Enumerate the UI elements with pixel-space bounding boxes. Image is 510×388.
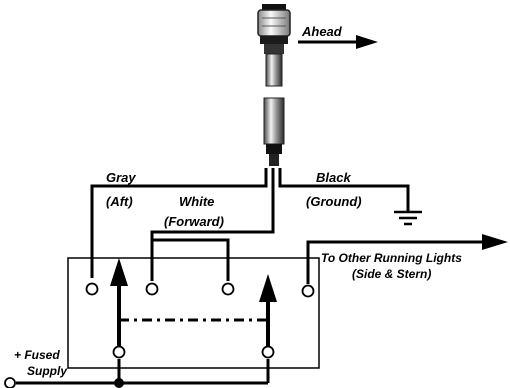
label-aft: (Aft) [106, 194, 133, 209]
label-gray: Gray [106, 170, 136, 185]
label-white: White [179, 194, 214, 209]
ahead-arrow [298, 35, 378, 49]
white-wire [150, 168, 275, 281]
label-side-stern: (Side & Stern) [352, 267, 431, 281]
light-collar [260, 36, 288, 44]
terminals [4, 282, 315, 388]
terminal-other-lights [301, 284, 315, 298]
switch-panel [67, 257, 320, 369]
ground-symbol [394, 210, 422, 226]
light-globe [257, 9, 291, 37]
label-fused: + Fused [14, 348, 60, 362]
other-lights-wire [306, 240, 484, 284]
pole-plug [266, 144, 282, 154]
terminal-white-right [221, 282, 235, 296]
wires [16, 168, 484, 385]
label-other-lights: To Other Running Lights [321, 251, 462, 265]
label-supply: Supply [27, 364, 68, 378]
white-wire-branch [152, 238, 230, 281]
pole-connector [269, 154, 279, 166]
switch-b-arrow [259, 274, 277, 302]
lower-pole [263, 97, 285, 145]
light-cap [262, 4, 286, 10]
light-base [264, 44, 284, 54]
label-ground: (Ground) [306, 194, 362, 209]
terminal-white-left [145, 282, 159, 296]
nav-light-fixture [257, 4, 291, 166]
black-wire [278, 168, 410, 212]
switch-levers [110, 258, 277, 346]
upper-pole [265, 53, 283, 87]
terminal-supply [4, 377, 16, 388]
label-forward: (Forward) [164, 214, 224, 229]
label-ahead: Ahead [301, 24, 343, 39]
terminal-switch-a [112, 345, 126, 359]
label-black: Black [316, 170, 351, 185]
gray-wire [90, 168, 268, 278]
junction-dot [114, 378, 124, 388]
terminal-gray [85, 282, 99, 296]
other-lights-arrow [482, 234, 508, 250]
switch-a-arrow [110, 258, 128, 286]
terminal-switch-b [261, 345, 275, 359]
